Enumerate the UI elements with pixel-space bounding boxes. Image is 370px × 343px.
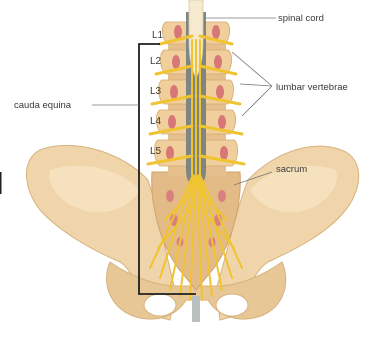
label-l1: L1 <box>152 30 164 41</box>
label-lumbar-vertebrae: lumbar vertebrae <box>276 82 348 93</box>
label-l4: L4 <box>150 116 162 127</box>
label-spinal-cord: spinal cord <box>278 13 324 24</box>
label-l3: L3 <box>150 86 162 97</box>
label-cauda-equina: cauda equina <box>14 100 72 111</box>
edge-marker <box>0 172 2 194</box>
label-l2: L2 <box>150 56 162 67</box>
lumbar-vertebrae-leader <box>232 52 272 116</box>
label-l5: L5 <box>150 146 162 157</box>
label-sacrum: sacrum <box>276 164 307 175</box>
